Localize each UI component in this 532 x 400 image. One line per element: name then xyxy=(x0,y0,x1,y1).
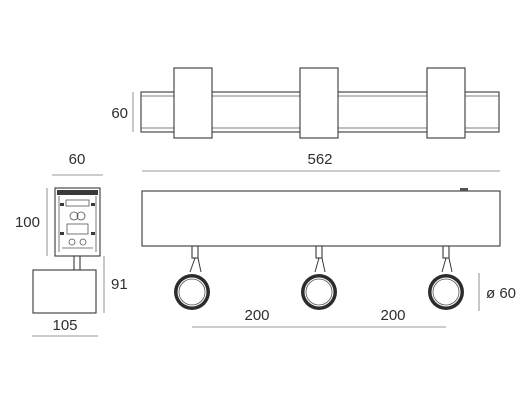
top-view-clip xyxy=(299,67,339,139)
front-view-body xyxy=(141,188,501,247)
spot-head xyxy=(301,245,337,310)
spacing-label-1: 200 xyxy=(244,307,269,324)
top-view-clip xyxy=(426,67,466,139)
top-view-clip xyxy=(173,67,213,139)
side-view-stem xyxy=(73,255,81,271)
top-view-height-label: 60 xyxy=(111,105,128,122)
side-view-head xyxy=(32,269,97,314)
diameter-label: ø 60 xyxy=(486,285,516,302)
spot-head xyxy=(428,245,464,310)
spacing-label-2: 200 xyxy=(380,307,405,324)
side-width-label: 60 xyxy=(69,151,86,168)
side-head-height-label: 91 xyxy=(111,276,128,293)
spot-head xyxy=(174,245,210,310)
length-label: 562 xyxy=(307,151,332,168)
side-view-profile xyxy=(54,187,101,257)
side-height-label: 100 xyxy=(15,214,40,231)
side-head-width-label: 105 xyxy=(52,317,77,334)
